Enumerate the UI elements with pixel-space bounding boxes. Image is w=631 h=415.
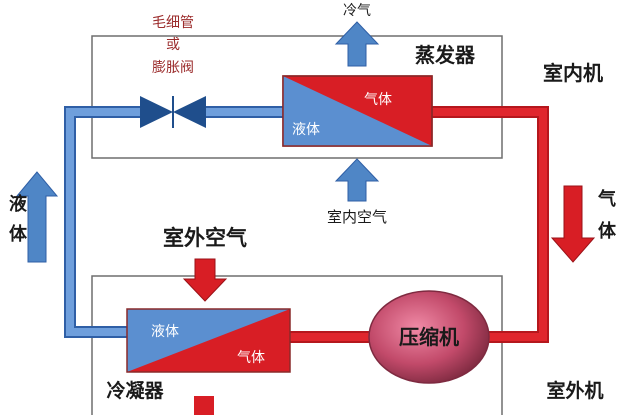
gas-flow-down-arrow-icon bbox=[550, 185, 596, 263]
outdoor-air-arrow-icon bbox=[182, 258, 228, 302]
expansion-valve-icon bbox=[140, 96, 206, 128]
liquid-flow-up-arrow-icon bbox=[15, 171, 59, 263]
outdoor-unit-label: 室外机 bbox=[546, 379, 603, 402]
evaporator-block bbox=[282, 75, 433, 147]
compressor-label: 压缩机 bbox=[399, 325, 459, 349]
evaporator-gas-label: 气体 bbox=[364, 92, 392, 108]
condenser-label: 冷凝器 bbox=[106, 379, 164, 402]
left-liquid-label-char1: 液 bbox=[9, 193, 28, 215]
outdoor-unit-frame bbox=[91, 275, 503, 415]
evaporator-label: 蒸发器 bbox=[415, 43, 476, 67]
outdoor-air-label: 室外空气 bbox=[163, 226, 247, 250]
indoor-unit-frame bbox=[91, 35, 503, 159]
indoor-unit-label: 室内机 bbox=[543, 61, 603, 85]
right-gas-label-char2: 体 bbox=[598, 220, 617, 242]
cold-air-label: 冷气 bbox=[343, 3, 371, 19]
indoor-air-arrow-icon bbox=[334, 158, 380, 202]
condenser-liquid-label: 液体 bbox=[151, 324, 179, 340]
right-gas-label-char1: 气 bbox=[597, 188, 616, 210]
condenser-gas-label: 气体 bbox=[237, 350, 265, 366]
liquid-refrigerant-line bbox=[64, 106, 140, 338]
indoor-air-label: 室内空气 bbox=[327, 208, 387, 226]
capillary-label-line3: 膨胀阀 bbox=[152, 59, 194, 76]
capillary-label-line1: 毛细管 bbox=[152, 15, 194, 31]
exhaust-air-arrow-icon bbox=[194, 396, 214, 415]
cold-air-arrow-icon bbox=[334, 21, 380, 67]
capillary-label-line2: 或 bbox=[166, 37, 180, 53]
compressor bbox=[368, 290, 490, 384]
left-liquid-label-char2: 体 bbox=[9, 223, 28, 245]
evaporator-liquid-label: 液体 bbox=[292, 122, 320, 138]
condenser-block bbox=[126, 308, 291, 373]
